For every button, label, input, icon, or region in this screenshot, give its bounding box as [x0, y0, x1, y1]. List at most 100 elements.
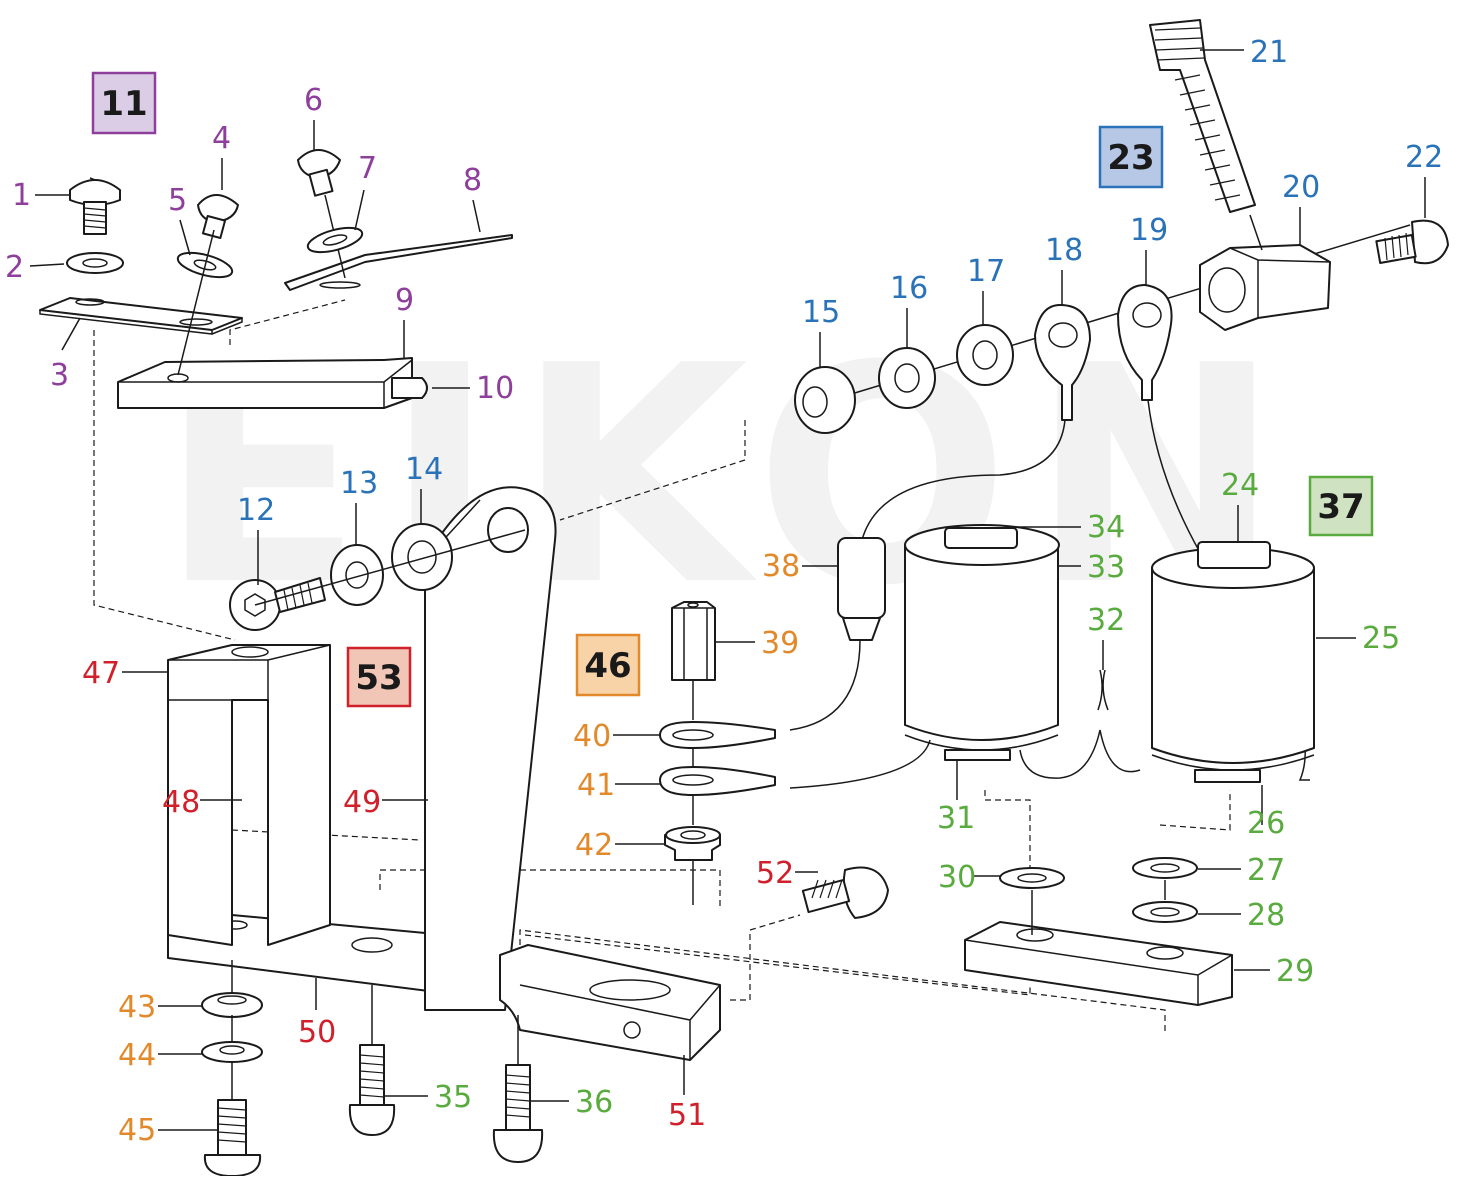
- callout-number: 31: [937, 801, 975, 836]
- callout-number: 2: [5, 250, 24, 285]
- callout-number: 44: [118, 1038, 156, 1073]
- callout-2: 2: [5, 250, 65, 285]
- callout-50: 50: [298, 978, 336, 1050]
- group-box-frame: [575, 633, 641, 697]
- callout-number: 4: [212, 121, 231, 156]
- group-box-11: 11: [91, 71, 157, 135]
- callout-number: 51: [668, 1098, 706, 1133]
- group-box-label: 46: [584, 646, 631, 686]
- callout-28: 28: [1198, 898, 1285, 933]
- group-box-frame: [1308, 475, 1374, 537]
- callout-52: 52: [756, 856, 818, 891]
- callout-15: 15: [802, 295, 840, 368]
- armature-screw-set: [229, 523, 526, 631]
- bar-29: [964, 921, 1233, 1006]
- contact-screw-assembly: [39, 149, 513, 409]
- callout-21: 21: [1200, 35, 1288, 70]
- callout-48: 48: [162, 785, 242, 820]
- callout-number: 30: [938, 860, 976, 895]
- callout-8: 8: [463, 163, 482, 233]
- group-box-label: 23: [1107, 138, 1154, 178]
- hex-post-39: [671, 601, 716, 681]
- hex-nut-20: [1199, 244, 1331, 331]
- callout-20: 20: [1282, 170, 1320, 245]
- group-box-37: 37: [1308, 475, 1374, 537]
- callout-33: 33: [1058, 550, 1125, 585]
- screw-1: [69, 179, 121, 206]
- group-box-frame: [91, 71, 157, 135]
- callout-24: 24: [1221, 468, 1259, 542]
- callout-number: 29: [1276, 954, 1314, 989]
- callout-number: 17: [967, 254, 1005, 289]
- callout-number: 38: [762, 549, 800, 584]
- callout-number: 20: [1282, 170, 1320, 205]
- callout-number: 12: [237, 493, 275, 528]
- callout-leader: [354, 189, 365, 231]
- callout-number: 18: [1045, 233, 1083, 268]
- callout-7: 7: [354, 151, 377, 231]
- callout-12: 12: [237, 493, 275, 585]
- callout-40: 40: [573, 719, 660, 754]
- callout-number: 36: [575, 1085, 613, 1120]
- callout-13: 13: [340, 466, 378, 545]
- callout-number: 26: [1247, 806, 1285, 841]
- callout-number: 32: [1087, 603, 1125, 638]
- callout-27: 27: [1198, 853, 1285, 888]
- callout-number: 24: [1221, 468, 1259, 503]
- group-box-46: 46: [575, 633, 641, 697]
- callout-34: 34: [1017, 510, 1125, 545]
- callout-number: 41: [577, 768, 615, 803]
- callout-14: 14: [405, 452, 443, 524]
- callout-number: 5: [168, 183, 187, 218]
- callout-number: 49: [343, 785, 381, 820]
- callout-number: 1: [12, 178, 31, 213]
- clamp-51: [499, 944, 721, 1061]
- upright-48: [167, 644, 331, 946]
- group-box-23: 23: [1098, 125, 1164, 189]
- callout-number: 8: [463, 163, 482, 198]
- callout-number: 3: [50, 358, 69, 393]
- callout-42: 42: [575, 828, 665, 863]
- coil-25: [1151, 567, 1315, 764]
- callout-3: 3: [50, 317, 81, 393]
- coil-33: [904, 544, 1059, 741]
- callout-39: 39: [715, 626, 799, 661]
- callout-44: 44: [118, 1038, 202, 1073]
- callout-number: 47: [82, 656, 120, 691]
- callout-leader: [61, 317, 81, 351]
- callout-47: 47: [82, 656, 168, 691]
- callout-9: 9: [395, 283, 414, 358]
- group-box-frame: [346, 646, 412, 708]
- callout-number: 48: [162, 785, 200, 820]
- callout-number: 15: [802, 295, 840, 330]
- callout-17: 17: [967, 254, 1005, 325]
- lug-19: [1117, 284, 1173, 401]
- callout-4: 4: [212, 121, 231, 190]
- callout-38: 38: [762, 549, 838, 584]
- callout-49: 49: [343, 785, 428, 820]
- callout-number: 43: [118, 990, 156, 1025]
- block-9: [117, 357, 413, 409]
- callout-number: 6: [304, 83, 323, 118]
- callout-30: 30: [938, 860, 1000, 895]
- callout-5: 5: [168, 183, 191, 256]
- lug-41: [659, 766, 776, 796]
- callout-number: 35: [434, 1080, 472, 1115]
- callout-25: 25: [1316, 621, 1400, 656]
- callout-number: 9: [395, 283, 414, 318]
- callout-number: 19: [1130, 213, 1168, 248]
- callout-number: 52: [756, 856, 794, 891]
- callout-43: 43: [118, 990, 202, 1025]
- callout-36: 36: [530, 1085, 613, 1120]
- callout-number: 28: [1247, 898, 1285, 933]
- callout-leader: [29, 263, 65, 267]
- callout-16: 16: [890, 271, 928, 348]
- callout-10: 10: [432, 371, 514, 406]
- callout-number: 27: [1247, 853, 1285, 888]
- callout-number: 10: [476, 371, 514, 406]
- callout-number: 42: [575, 828, 613, 863]
